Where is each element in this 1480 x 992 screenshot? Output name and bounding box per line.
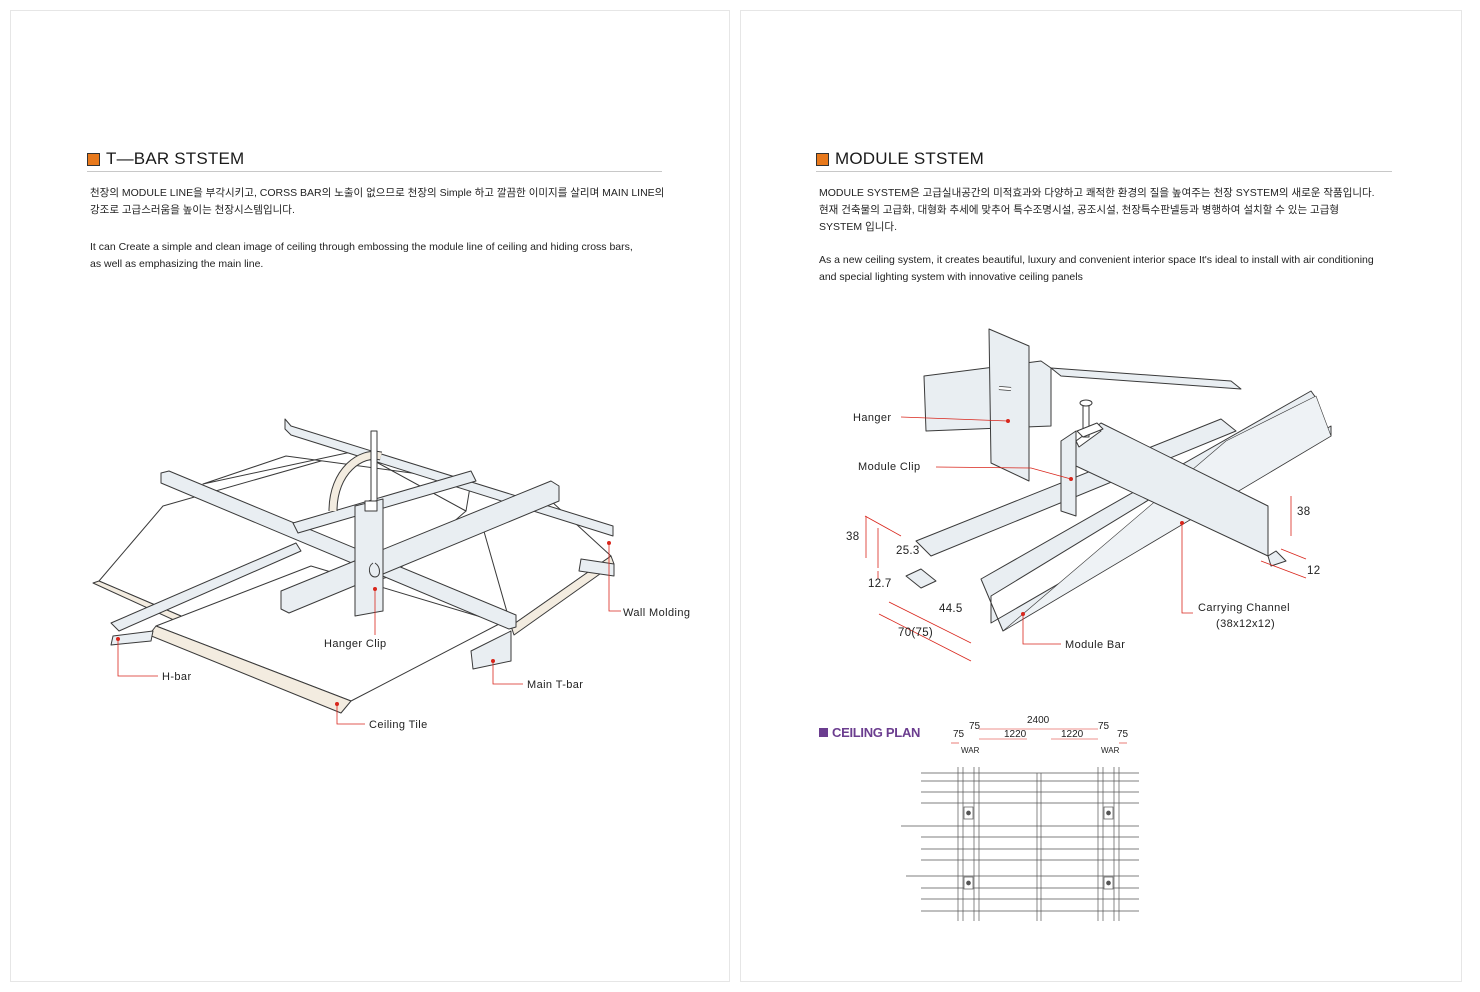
purple-square-icon	[819, 728, 828, 737]
english-line: as well as emphasizing the main line.	[90, 258, 264, 270]
module-bar-label: Module Bar	[1065, 639, 1125, 651]
dim-44-5: 44.5	[939, 603, 963, 615]
module-clip-shape	[1060, 430, 1077, 517]
module-section-title: MODULE STSTEM	[816, 149, 984, 169]
dim-12-7: 12.7	[868, 578, 892, 590]
carrying-channel-label: Carrying Channel	[1198, 602, 1290, 614]
wall-molding-label: Wall Molding	[623, 607, 690, 619]
orange-square-icon	[816, 152, 829, 166]
main-tbar-label: Main T-bar	[527, 679, 583, 691]
plan-dim-75-right: 75	[1117, 729, 1129, 740]
plan-dim-75-top-right: 75	[1098, 721, 1110, 732]
korean-line: MODULE SYSTEM은 고급실내공간의 미적효과와 다양하고 쾌적한 환경…	[819, 187, 1375, 199]
plan-dim-1220-b: 1220	[1061, 729, 1084, 740]
main-tbar-shape	[160, 470, 517, 630]
dim-25-3: 25.3	[896, 545, 920, 557]
plan-dim-1220-a: 1220	[1004, 729, 1027, 740]
h-bar-label: H-bar	[162, 671, 192, 683]
english-line: and special lighting system with innovat…	[819, 271, 1083, 283]
korean-line: SYSTEM 입니다.	[819, 221, 897, 233]
ceiling-plan-title-text: CEILING PLAN	[832, 725, 921, 740]
plan-war-right: WAR	[1101, 746, 1120, 755]
dim-38-right: 38	[1297, 506, 1310, 518]
plan-dim-75-left: 75	[953, 729, 965, 740]
module-korean-desc: MODULE SYSTEM은 고급실내공간의 미적효과와 다양하고 쾌적한 환경…	[819, 185, 1375, 236]
left-page: T—BAR STSTEM 천장의 MODULE LINE을 부각시키고, COR…	[10, 10, 730, 982]
carrying-channel-size: (38x12x12)	[1216, 618, 1275, 630]
hanger-clip-shape	[354, 498, 384, 617]
module-clip-label: Module Clip	[858, 461, 920, 473]
tbar-diagram: Wall Molding Hanger Clip H-bar Main T-ba…	[92, 418, 690, 731]
module-diagram: Hanger Module Clip Carrying Channel (38x…	[846, 328, 1332, 921]
dim-12-right: 12	[1307, 565, 1320, 577]
right-page: MODULE STSTEM MODULE SYSTEM은 고급실내공간의 미적효…	[740, 10, 1462, 982]
plan-war-left: WAR	[961, 746, 980, 755]
tbar-korean-desc: 천장의 MODULE LINE을 부각시키고, CORSS BAR의 노출이 없…	[90, 185, 664, 219]
module-title-text: MODULE STSTEM	[835, 149, 985, 168]
hanger-clip-label: Hanger Clip	[324, 638, 386, 650]
cross-tbar-shape	[280, 480, 560, 614]
english-line: It can Create a simple and clean image o…	[90, 241, 633, 253]
plan-dim-75-top-left: 75	[969, 721, 981, 732]
tbar-title-text: T—BAR STSTEM	[106, 149, 245, 168]
dim-38-left: 38	[846, 531, 859, 543]
hanger-label: Hanger	[853, 412, 891, 424]
tbar-section-title: T—BAR STSTEM	[87, 149, 244, 169]
tbar-english-desc: It can Create a simple and clean image o…	[90, 239, 633, 273]
plan-dim-2400: 2400	[1027, 715, 1050, 726]
dim-70-75: 70(75)	[898, 627, 933, 639]
title-divider	[816, 171, 1392, 172]
orange-square-icon	[87, 152, 100, 166]
korean-line: 천장의 MODULE LINE을 부각시키고, CORSS BAR의 노출이 없…	[90, 187, 665, 199]
title-divider	[87, 171, 662, 172]
korean-line: 강조로 고급스러움을 높이는 천장시스템입니다.	[90, 204, 295, 216]
ceiling-plan-drawing	[901, 767, 1139, 921]
module-english-desc: As a new ceiling system, it creates beau…	[819, 252, 1374, 286]
ceiling-plan-title: CEILING PLAN	[819, 725, 920, 740]
english-line: As a new ceiling system, it creates beau…	[819, 254, 1374, 266]
h-bar-shape	[110, 542, 302, 632]
hanger-plate-shape	[988, 328, 1030, 482]
ceiling-tile-label: Ceiling Tile	[369, 719, 428, 731]
korean-line: 현재 건축물의 고급화, 대형화 추세에 맞추어 특수조명시설, 공조시설, 천…	[819, 204, 1340, 216]
